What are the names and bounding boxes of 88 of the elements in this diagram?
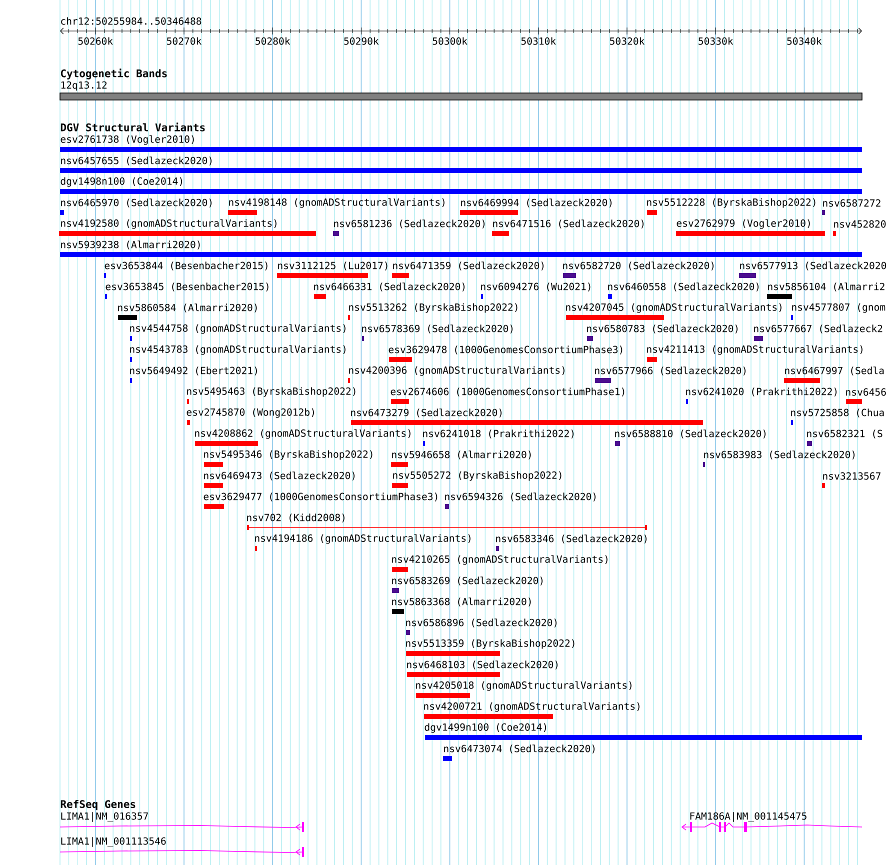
feature-label: nsv452820 bbox=[834, 220, 886, 228]
feature-label: nsv3213567 bbox=[823, 472, 880, 480]
feature-label: nsv6583269 (Sedlazeck2020) bbox=[392, 576, 543, 586]
feature-label: nsv6467997 (Sedla bbox=[785, 366, 884, 376]
feature-label: nsv6580783 (Sedlazeck2020) bbox=[587, 324, 738, 334]
tick-label: 50300k bbox=[432, 37, 468, 45]
feature-label: nsv6469994 (Sedlazeck2020) bbox=[461, 198, 612, 208]
feature-label: esv3629477 (1000GenomesConsortiumPhase3) bbox=[204, 492, 438, 502]
tick-label: 50330k bbox=[698, 37, 734, 45]
feature-label: esv2761738 (Vogler2010) bbox=[60, 135, 194, 145]
feature-label: nsv6586896 (Sedlazeck2020) bbox=[406, 618, 557, 628]
feature-label: nsv6094276 (Wu2021) bbox=[481, 282, 590, 292]
feature-label: nsv5725858 (Chua bbox=[791, 408, 884, 418]
feature-label: esv3629478 (1000GenomesConsortiumPhase3) bbox=[388, 346, 622, 354]
feature-label: nsv6471516 (Sedlazeck2020) bbox=[493, 220, 644, 228]
feature-label: nsv6469473 (Sedlazeck2020) bbox=[204, 472, 355, 480]
feature-label: nsv6460558 (Sedlazeck2020) bbox=[608, 282, 759, 292]
track-heading: Cytogenetic Bands bbox=[61, 68, 167, 80]
tick-label: 50340k bbox=[787, 37, 822, 45]
feature-label: nsv4205018 (gnomADStructuralVariants) bbox=[416, 681, 632, 691]
feature-label: esv2762979 (Vogler2010) bbox=[676, 219, 810, 229]
feature-label: nsv5495346 (ByrskaBishop2022) bbox=[204, 450, 372, 460]
feature-label: nsv5513359 (ByrskaBishop2022) bbox=[406, 639, 574, 649]
feature-label: nsv6465970 (Sedlazeck2020) bbox=[61, 198, 212, 208]
feature-label: nsv6473279 (Sedlazeck2020) bbox=[351, 408, 502, 418]
feature-label: nsv6241020 (Prakrithi2022) bbox=[686, 388, 837, 396]
feature-label: nsv4577807 (gnom bbox=[792, 303, 886, 313]
gene-label: LIMA1|NM_016357 bbox=[61, 812, 148, 822]
feature-label: nsv6582321 (S bbox=[807, 430, 882, 438]
feature-label: nsv6471359 (Sedlazeck2020) bbox=[393, 262, 544, 270]
feature-label: nsv5856104 (Almarri2 bbox=[768, 282, 884, 292]
tick-label: 50280k bbox=[256, 37, 290, 45]
feature-label: esv3653844 (Besenbacher2015) bbox=[104, 262, 268, 270]
feature-label: nsv3112125 (Lu2017) bbox=[278, 262, 388, 270]
feature-label: nsv5649492 (Ebert2021) bbox=[130, 366, 257, 376]
feature-label: nsv6457655 (Sedlazeck2020) bbox=[61, 156, 212, 166]
track-heading: RefSeq Genes bbox=[60, 800, 136, 810]
feature-label: nsv6588810 (Sedlazeck2020) bbox=[615, 430, 766, 438]
feature-label: dgv1498n100 (Coe2014) bbox=[60, 177, 182, 187]
tick-label: 50290k bbox=[344, 37, 379, 45]
feature-label: nsv6594326 (Sedlazeck2020) bbox=[445, 492, 596, 502]
track-heading: DGV Structural Variants bbox=[60, 122, 205, 132]
feature-label: nsv4198148 (gnomADStructuralVariants) bbox=[229, 198, 444, 208]
feature-label: nsv6577667 (Sedlazeck2 bbox=[754, 324, 882, 334]
tick-label: 50310k bbox=[521, 37, 556, 45]
feature-label: nsv4544758 (gnomADStructuralVariants) bbox=[130, 324, 346, 334]
feature-label: nsv4210265 (gnomADStructuralVariants) bbox=[392, 555, 608, 565]
feature-label: nsv6241018 (Prakrithi2022) bbox=[423, 430, 574, 438]
feature-label: nsv4207045 (gnomADStructuralVariants) bbox=[566, 303, 782, 313]
feature-label: nsv6583983 (Sedlazeck2020) bbox=[704, 450, 855, 460]
feature-label: nsv4208862 (gnomADStructuralVariants) bbox=[195, 429, 410, 439]
feature-label: nsv6468103 (Sedlazeck2020) bbox=[407, 660, 558, 670]
feature-label: nsv6587272 bbox=[823, 199, 880, 207]
feature-label: nsv6581236 (Sedlazeck2020) bbox=[334, 220, 485, 228]
tick-label: 50260k bbox=[78, 37, 113, 45]
feature-label: nsv4200396 (gnomADStructuralVariants) bbox=[349, 366, 564, 376]
feature-label: esv2674606 (1000GenomesConsortiumPhase1) bbox=[390, 388, 624, 396]
feature-label: nsv6577966 (Sedlazeck2020) bbox=[595, 366, 746, 376]
feature-label: nsv5946658 (Almarri2020) bbox=[392, 450, 531, 460]
feature-label: nsv6582720 (Sedlazeck2020) bbox=[563, 262, 714, 270]
feature-label: nsv4200721 (gnomADStructuralVariants) bbox=[424, 702, 640, 712]
feature-label: nsv4543783 (gnomADStructuralVariants) bbox=[130, 345, 346, 355]
feature-label: nsv6583346 (Sedlazeck2020) bbox=[496, 534, 647, 544]
feature-label: nsv5505272 (ByrskaBishop2022) bbox=[393, 471, 562, 481]
gene-label: FAM186A|NM_001145475 bbox=[690, 812, 806, 822]
feature-label: nsv4192580 (gnomADStructuralVariants) bbox=[61, 219, 276, 229]
feature-label: nsv6577913 (Sedlazeck2020 bbox=[740, 262, 886, 270]
feature-label: nsv5495463 (ByrskaBishop2022) bbox=[187, 387, 356, 397]
feature-label: nsv6456 bbox=[846, 388, 886, 396]
feature-label: esv2745870 (Wong2012b) bbox=[186, 408, 314, 418]
feature-label: nsv5513262 (ByrskaBishop2022) bbox=[349, 303, 518, 313]
feature-label: nsv5512228 (ByrskaBishop2022) bbox=[647, 198, 816, 208]
position-label: chr12:50255984..50346488 bbox=[61, 17, 202, 25]
feature-label: nsv5860584 (Almarri2020) bbox=[118, 304, 257, 312]
gene-label: LIMA1|NM_001113546 bbox=[61, 837, 166, 847]
feature-label: nsv702 (Kidd2008) bbox=[247, 514, 344, 522]
tick-label: 50270k bbox=[167, 37, 202, 45]
feature-label: nsv4211413 (gnomADStructuralVariants) bbox=[647, 345, 862, 355]
tick-label: 50320k bbox=[610, 37, 645, 45]
feature-label: esv3653845 (Besenbacher2015) bbox=[106, 282, 268, 292]
feature-label: nsv5863368 (Almarri2020) bbox=[392, 598, 531, 606]
feature-label: nsv4194186 (gnomADStructuralVariants) bbox=[255, 534, 470, 544]
feature-label: nsv6473074 (Sedlazeck2020) bbox=[444, 744, 595, 754]
band-label: 12q13.12 bbox=[61, 81, 107, 91]
feature-label: nsv6578369 (Sedlazeck2020) bbox=[362, 324, 513, 334]
feature-label: dgv1499n100 (Coe2014) bbox=[424, 723, 546, 733]
feature-label: nsv6466331 (Sedlazeck2020) bbox=[314, 282, 465, 292]
feature-label: nsv5939238 (Almarri2020) bbox=[61, 240, 200, 250]
